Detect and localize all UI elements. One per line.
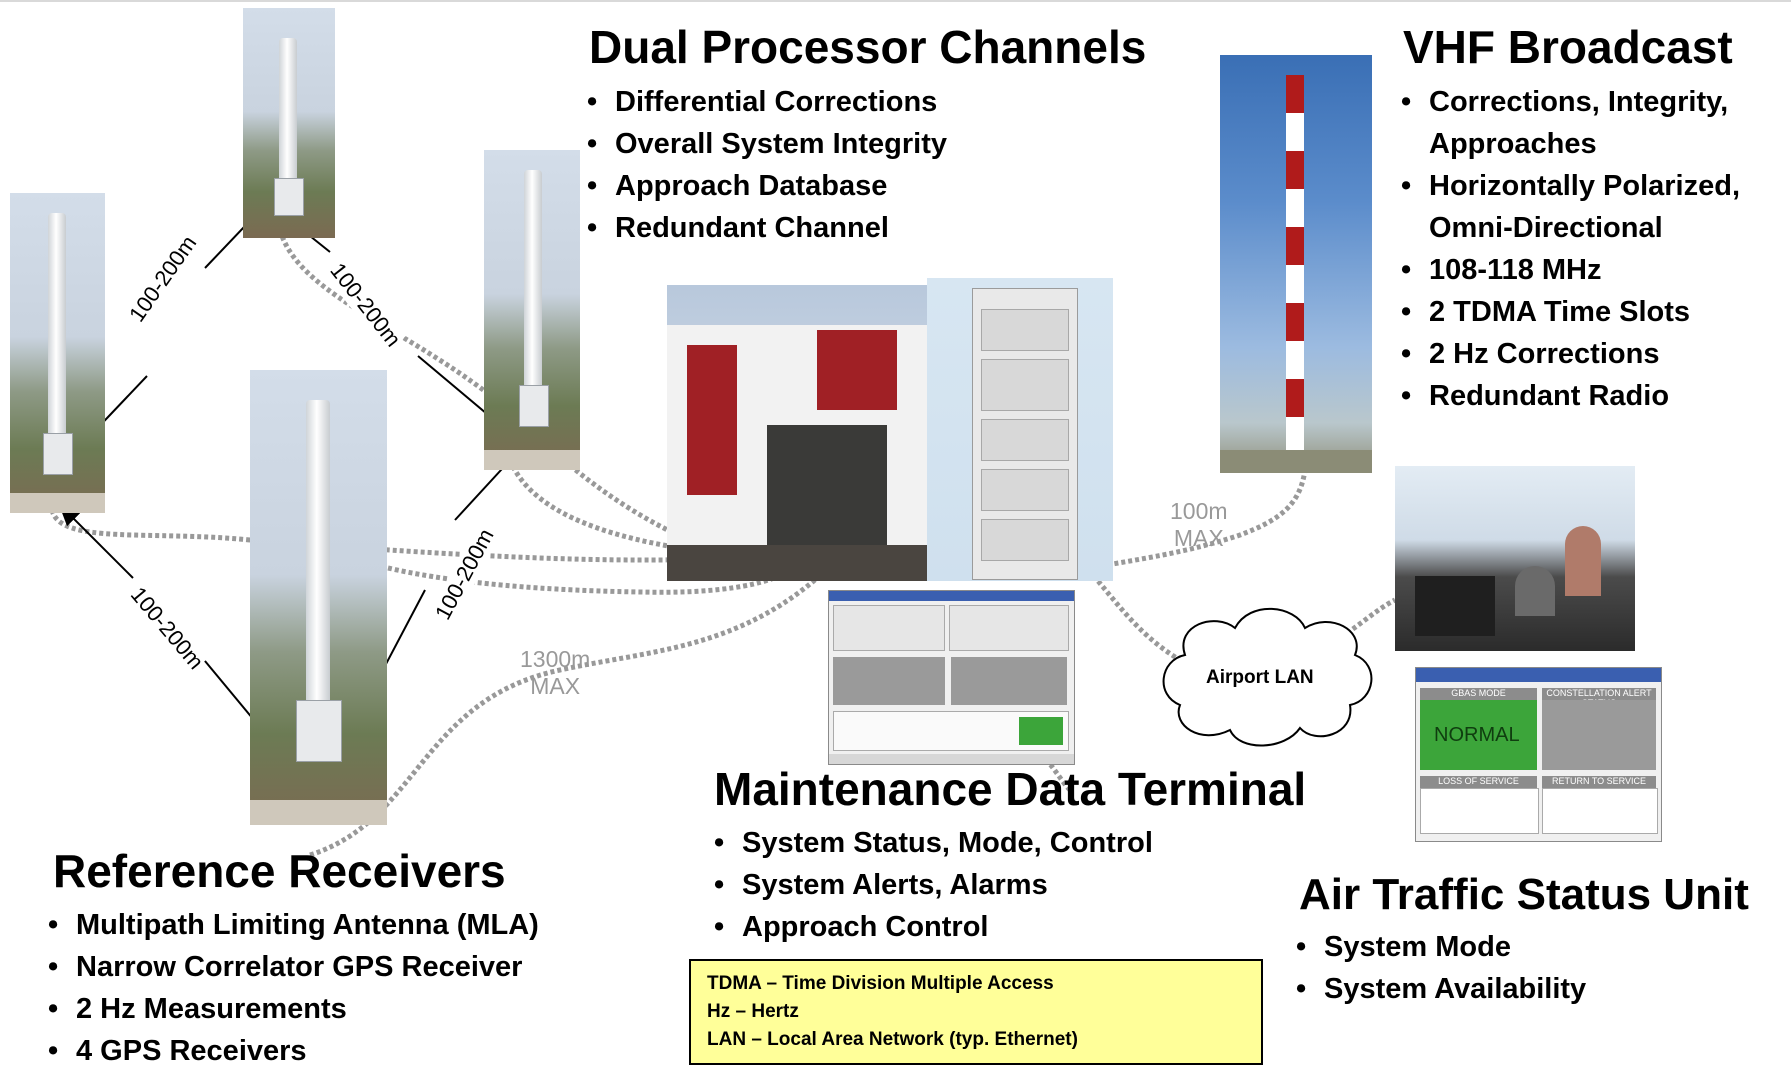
list-item: Approach Database: [587, 165, 947, 207]
constellation-header: CONSTELLATION ALERT STATUS: [1542, 688, 1656, 708]
list-item: 108-118 MHz: [1401, 249, 1781, 291]
glossary-entry: TDMA – Time Division Multiple Access: [707, 973, 1054, 994]
vhf-broadcast-list: Corrections, Integrity, Approaches Horiz…: [1401, 81, 1781, 417]
reference-receivers-list: Multipath Limiting Antenna (MLA) Narrow …: [48, 904, 539, 1072]
cable-length-1300: 1300m MAX: [520, 646, 591, 699]
atc-status-screen: GBAS MODE NORMAL CONSTELLATION ALERT STA…: [1415, 667, 1662, 842]
dual-processor-list: Differential Corrections Overall System …: [587, 81, 947, 249]
list-item: Corrections, Integrity, Approaches: [1401, 81, 1781, 165]
list-item: Redundant Radio: [1401, 375, 1781, 417]
antenna-photo-4: [250, 370, 387, 825]
equipment-rack-photo: [927, 278, 1113, 581]
antenna-photo-1: [10, 193, 105, 513]
list-item: Redundant Channel: [587, 207, 947, 249]
list-item: System Availability: [1296, 968, 1586, 1010]
mode-value: NORMAL: [1434, 724, 1520, 746]
list-item: System Alerts, Alarms: [714, 864, 1153, 906]
dual-processor-title: Dual Processor Channels: [589, 21, 1147, 73]
shelter-photo: [667, 285, 929, 581]
cable-lan-atc: [1333, 597, 1397, 643]
return-to-service-header: RETURN TO SERVICE: [1542, 776, 1656, 788]
air-traffic-status-title: Air Traffic Status Unit: [1299, 870, 1749, 919]
cable-vhf: [1079, 469, 1308, 573]
air-traffic-status-list: System Mode System Availability: [1296, 926, 1586, 1010]
list-item: Overall System Integrity: [587, 123, 947, 165]
cable-rr5-1300: [309, 538, 857, 858]
arrow-ll-1: [58, 503, 134, 579]
list-item: Approach Control: [714, 906, 1153, 948]
maintenance-terminal-screen: [828, 590, 1075, 765]
airport-lan-label: Airport LAN: [1206, 667, 1314, 688]
list-item: Differential Corrections: [587, 81, 947, 123]
top-divider: [0, 0, 1791, 2]
vhf-tower-photo: [1220, 55, 1372, 473]
antenna-photo-3: [484, 150, 580, 470]
cable-rr4: [387, 558, 807, 595]
cable-rr1: [49, 509, 762, 563]
loss-of-service-header: LOSS OF SERVICE: [1420, 776, 1537, 788]
antenna-photo-2: [243, 8, 335, 238]
glossary-entry: Hz – Hertz: [707, 1001, 799, 1022]
cable-length-100: 100m MAX: [1170, 498, 1228, 551]
list-item: Narrow Correlator GPS Receiver: [48, 946, 539, 988]
list-item: Multipath Limiting Antenna (MLA): [48, 904, 539, 946]
vhf-broadcast-title: VHF Broadcast: [1403, 21, 1733, 73]
glossary-box: TDMA – Time Division Multiple Access Hz …: [689, 959, 1263, 1065]
list-item: 4 GPS Receivers: [48, 1030, 539, 1072]
list-item: System Mode: [1296, 926, 1586, 968]
list-item: Horizontally Polarized, Omni-Directional: [1401, 165, 1781, 249]
atc-room-photo: [1395, 466, 1635, 651]
list-item: System Status, Mode, Control: [714, 822, 1153, 864]
lan-cloud: [1162, 607, 1373, 747]
mode-indicator: NORMAL: [1420, 700, 1537, 770]
maintenance-terminal-title: Maintenance Data Terminal: [714, 763, 1307, 815]
gbas-mode-header: GBAS MODE: [1420, 688, 1537, 700]
list-item: 2 TDMA Time Slots: [1401, 291, 1781, 333]
list-item: 2 Hz Corrections: [1401, 333, 1781, 375]
list-item: 2 Hz Measurements: [48, 988, 539, 1030]
reference-receivers-title: Reference Receivers: [53, 845, 506, 897]
glossary-entry: LAN – Local Area Network (typ. Ethernet): [707, 1029, 1078, 1050]
maintenance-terminal-list: System Status, Mode, Control System Aler…: [714, 822, 1153, 948]
